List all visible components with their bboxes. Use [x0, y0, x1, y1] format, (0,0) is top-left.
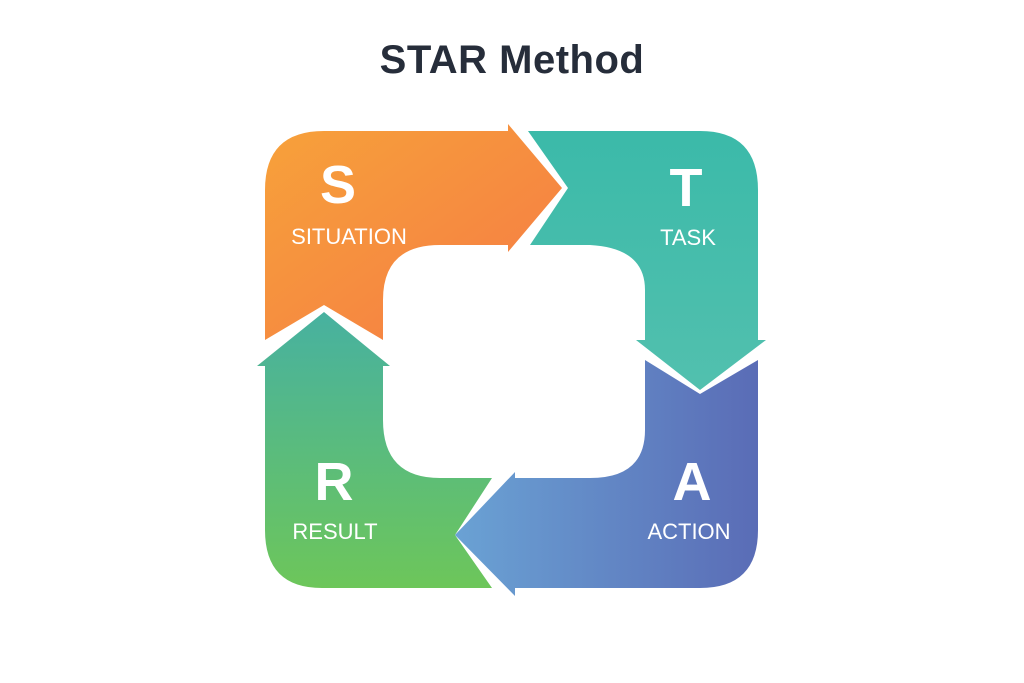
situation-letter: S — [320, 155, 356, 215]
task-label: TASK — [660, 225, 716, 250]
result-arrow-shape — [257, 312, 492, 588]
result-label: RESULT — [292, 519, 377, 544]
situation-label: SITUATION — [291, 224, 407, 249]
action-label: ACTION — [647, 519, 730, 544]
task-letter: T — [670, 158, 703, 218]
action-arrow-shape — [455, 360, 758, 596]
situation-arrow-shape — [265, 124, 562, 340]
result-letter: R — [315, 452, 354, 512]
diagram-title: STAR Method — [379, 38, 645, 82]
step-result: R RESULT — [257, 312, 492, 588]
action-letter: A — [673, 452, 712, 512]
step-action: A ACTION — [455, 360, 758, 596]
step-task: T TASK — [528, 131, 766, 390]
task-arrow-shape — [528, 131, 766, 390]
step-situation: S SITUATION — [265, 124, 562, 340]
